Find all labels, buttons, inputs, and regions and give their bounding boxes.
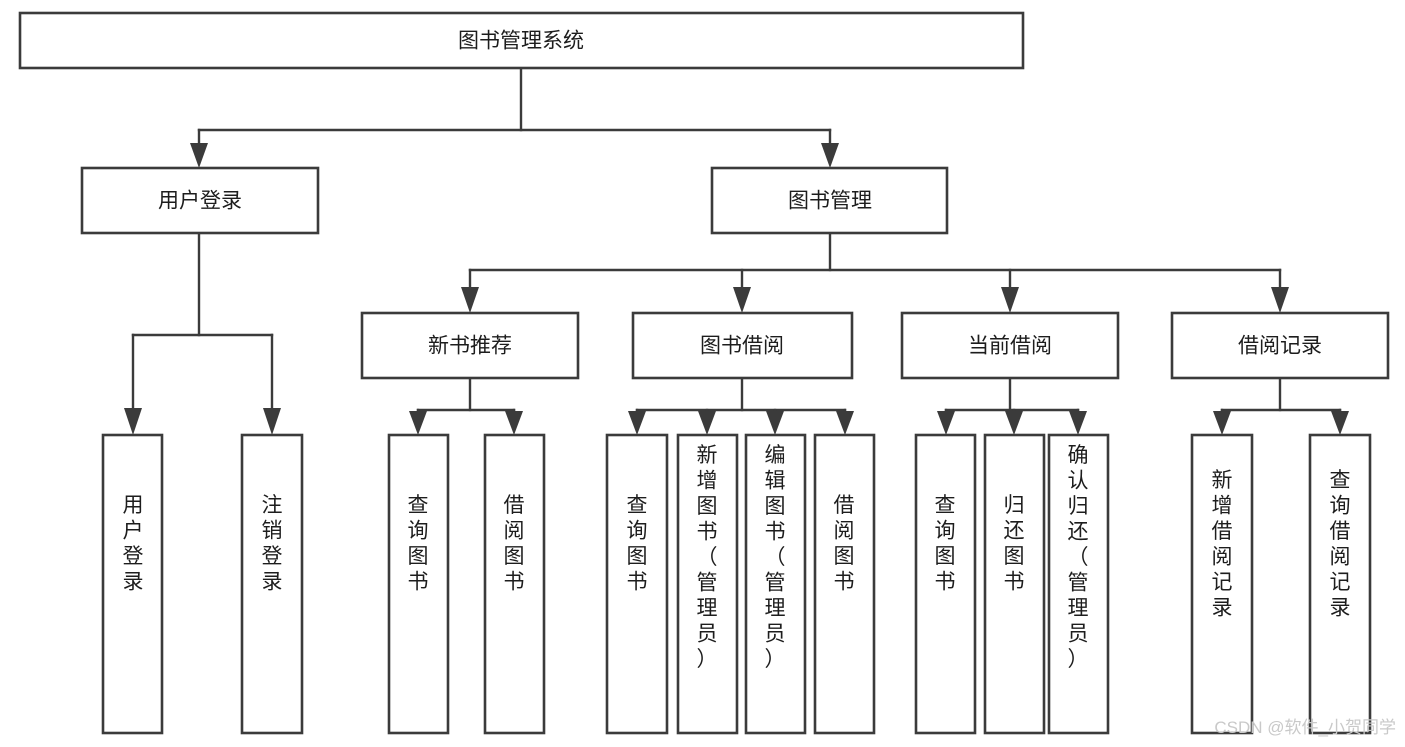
leaf-query-book-c-label: 查询图书 xyxy=(935,494,956,594)
leaf-query-borrow-record-box[interactable] xyxy=(1308,433,1372,735)
node-current-borrow-label: 当前借阅 xyxy=(968,335,1052,358)
arrow-head-borrow-record xyxy=(1271,287,1289,313)
node-current-borrow-box[interactable] xyxy=(900,311,1120,380)
leaf-borrow-book-rec-label: 借阅图书 xyxy=(504,494,525,594)
leaf-query-book-b-label: 查询图书 xyxy=(627,494,648,594)
leaf-user-login-label: 用户登录 xyxy=(123,494,144,594)
leaf-query-borrow-record-label: 查询借阅记录 xyxy=(1330,469,1351,620)
node-borrow-record[interactable]: 借阅记录 xyxy=(1170,311,1390,380)
arrow-head-book-mgmt xyxy=(821,143,839,168)
leaf-user-logout-box[interactable] xyxy=(240,433,304,735)
leaf-add-book-admin[interactable]: 新增图书（管理员） xyxy=(676,433,739,735)
node-book-mgmt-box[interactable] xyxy=(710,166,949,235)
leaf-edit-book-admin[interactable]: 编辑图书（管理员） xyxy=(744,433,807,735)
csdn-watermark: CSDN @软件_小贺同学 xyxy=(1214,718,1396,737)
node-book-borrow[interactable]: 图书借阅 xyxy=(631,311,854,380)
node-user-login-box[interactable] xyxy=(80,166,320,235)
leaf-add-borrow-record-label: 新增借阅记录 xyxy=(1212,469,1233,620)
arrow-head-l-add-book-admin xyxy=(698,411,716,435)
leaf-return-book-box[interactable] xyxy=(983,433,1046,735)
leaf-edit-book-admin-box[interactable] xyxy=(744,433,807,735)
node-new-book-rec-label: 新书推荐 xyxy=(428,335,512,358)
node-layer: 图书管理系统 用户登录 图书管理 新书推荐 图书借阅 xyxy=(18,11,1390,735)
arrow-head-l-add-borrow-record xyxy=(1213,411,1231,435)
node-book-borrow-box[interactable] xyxy=(631,311,854,380)
node-new-book-rec-box[interactable] xyxy=(360,311,580,380)
leaf-query-borrow-record[interactable]: 查询借阅记录 xyxy=(1308,433,1372,735)
leaf-add-book-admin-box[interactable] xyxy=(676,433,739,735)
arrow-head-l-query-book-c xyxy=(937,411,955,435)
node-user-login[interactable]: 用户登录 xyxy=(80,166,320,235)
leaf-add-borrow-record-box[interactable] xyxy=(1190,433,1254,735)
node-root[interactable]: 图书管理系统 xyxy=(18,11,1025,70)
leaf-query-book-c-box[interactable] xyxy=(914,433,977,735)
node-new-book-rec[interactable]: 新书推荐 xyxy=(360,311,580,380)
arrow-head-l-borrow-book-rec xyxy=(505,411,523,435)
leaf-query-book-b-box[interactable] xyxy=(605,433,669,735)
node-book-mgmt[interactable]: 图书管理 xyxy=(710,166,949,235)
leaf-user-login[interactable]: 用户登录 xyxy=(101,433,164,735)
connector-layer xyxy=(124,66,1349,435)
leaf-borrow-book-b-box[interactable] xyxy=(813,433,876,735)
leaf-query-book-c[interactable]: 查询图书 xyxy=(914,433,977,735)
arrow-head-l-edit-book-admin xyxy=(766,411,784,435)
arrow-head-new-book-rec xyxy=(461,287,479,313)
arrow-head-l-query-book-b xyxy=(628,411,646,435)
leaf-borrow-book-b-label: 借阅图书 xyxy=(834,494,855,594)
leaf-user-logout-label: 注销登录 xyxy=(262,494,283,594)
arrow-head-user-login xyxy=(190,143,208,168)
node-book-mgmt-label: 图书管理 xyxy=(788,190,872,213)
leaf-borrow-book-rec-box[interactable] xyxy=(483,433,546,735)
leaf-query-book-rec-box[interactable] xyxy=(387,433,450,735)
leaf-confirm-return-admin-label: 确认归还（管理员） xyxy=(1068,444,1089,671)
node-user-login-label: 用户登录 xyxy=(158,190,242,213)
arrow-head-l-user-logout xyxy=(263,408,281,435)
leaf-return-book[interactable]: 归还图书 xyxy=(983,433,1046,735)
arrow-head-l-return-book xyxy=(1005,411,1023,435)
arrow-head-l-user-login xyxy=(124,408,142,435)
arrow-head-l-confirm-return-admin xyxy=(1069,411,1087,435)
node-borrow-record-label: 借阅记录 xyxy=(1238,335,1322,358)
arrow-head-current-borrow xyxy=(1001,287,1019,313)
arrow-head-l-query-borrow-record xyxy=(1331,411,1349,435)
leaf-borrow-book-b[interactable]: 借阅图书 xyxy=(813,433,876,735)
leaf-user-logout[interactable]: 注销登录 xyxy=(240,433,304,735)
leaf-query-book-rec[interactable]: 查询图书 xyxy=(387,433,450,735)
arrow-head-book-borrow xyxy=(733,287,751,313)
leaf-return-book-label: 归还图书 xyxy=(1004,494,1025,594)
node-book-borrow-label: 图书借阅 xyxy=(700,335,784,358)
leaf-add-borrow-record[interactable]: 新增借阅记录 xyxy=(1190,433,1254,735)
node-root-box[interactable] xyxy=(18,11,1025,70)
leaf-query-book-b[interactable]: 查询图书 xyxy=(605,433,669,735)
leaf-confirm-return-admin-box[interactable] xyxy=(1047,433,1110,735)
arrow-head-l-query-book-rec xyxy=(409,411,427,435)
leaf-user-login-box[interactable] xyxy=(101,433,164,735)
leaf-confirm-return-admin[interactable]: 确认归还（管理员） xyxy=(1047,433,1110,735)
leaf-borrow-book-rec[interactable]: 借阅图书 xyxy=(483,433,546,735)
leaf-add-book-admin-label: 新增图书（管理员） xyxy=(697,444,718,671)
arrow-head-l-borrow-book-b xyxy=(836,411,854,435)
leaf-query-book-rec-label: 查询图书 xyxy=(408,494,429,594)
node-current-borrow[interactable]: 当前借阅 xyxy=(900,311,1120,380)
node-borrow-record-box[interactable] xyxy=(1170,311,1390,380)
node-root-label: 图书管理系统 xyxy=(458,30,584,53)
leaf-edit-book-admin-label: 编辑图书（管理员） xyxy=(765,444,786,671)
